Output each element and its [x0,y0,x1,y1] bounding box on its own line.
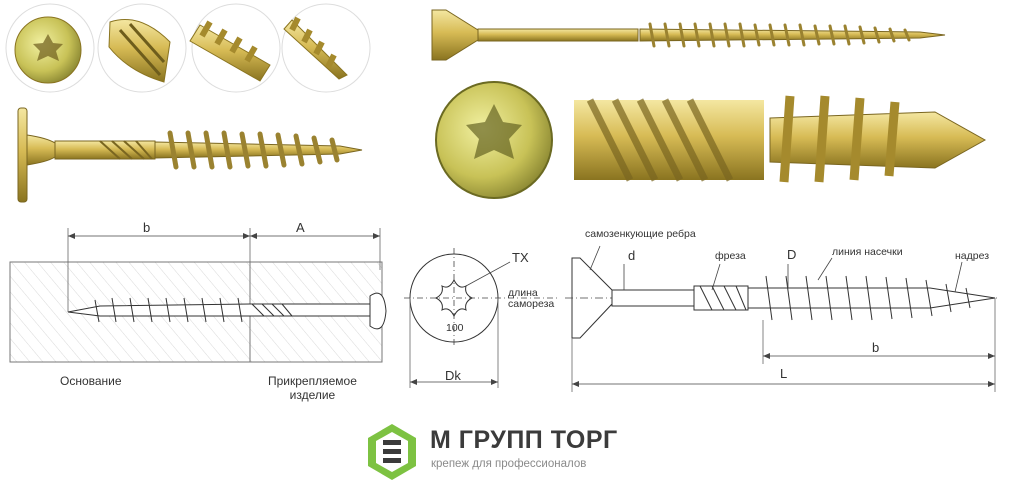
countersunk-screw [431,9,946,61]
brand-tagline: крепеж для профессионалов [431,458,587,470]
dim-label-dk: Dk [445,368,461,383]
label-screw-length-line2: самореза [508,298,555,310]
label-countersink-ribs: самозенкующие ребра [585,228,696,240]
washer-head-screw [17,107,363,203]
label-tip-notch: надрез [955,250,990,262]
brand-name: М ГРУПП ТОРГ [430,426,618,454]
closeup-circles [5,3,371,93]
label-fastened-part-line2: изделие [289,388,336,402]
head-top-view [404,248,560,388]
label-base: Основание [60,374,122,388]
drive-size-label: 100 [446,322,464,334]
dim-label-d-small: d [628,248,636,263]
label-mill: фреза [715,250,746,262]
dim-label-b-left: b [143,220,151,235]
label-screw-length: длина самореза [508,288,554,310]
dim-label-l: L [780,366,788,381]
brand-logo-icon [368,424,416,480]
dim-label-a: A [296,220,305,235]
dim-label-b-right: b [872,340,880,355]
dim-label-tx: TX [512,250,529,265]
dim-label-d-big: D [787,247,797,262]
label-fastened-part: Прикрепляемое изделие [268,374,357,402]
label-notch-line: линия насечки [832,246,903,258]
label-fastened-part-line1: Прикрепляемое [268,374,357,388]
label-screw-length-line1: длина [508,287,538,299]
screw-side-view [565,245,1000,392]
mounting-diagram [9,228,387,363]
detail-photos [435,81,990,199]
